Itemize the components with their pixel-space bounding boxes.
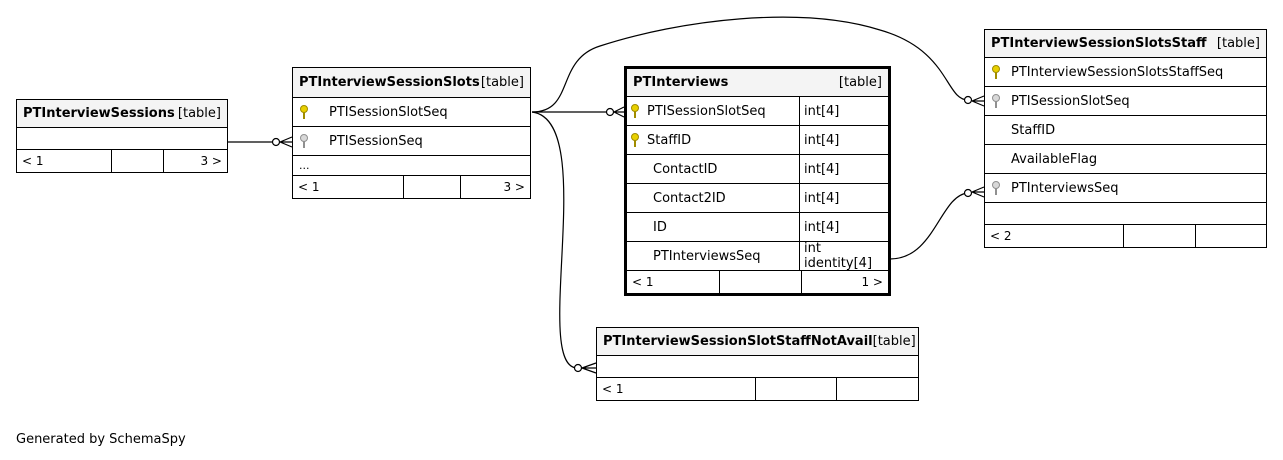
table-header: PTInterviews [table]	[627, 69, 888, 97]
footer-parents[interactable]: < 1	[293, 176, 404, 198]
footer-middle	[720, 271, 802, 293]
primary-key-icon	[293, 104, 315, 120]
footer-parents[interactable]: < 2	[985, 225, 1124, 247]
column-name: PTISessionSeq	[329, 133, 423, 149]
column-row[interactable]: PTISessionSlotSeq	[293, 98, 530, 127]
footer-children[interactable]: 3 >	[503, 180, 525, 194]
primary-key-icon	[985, 64, 1007, 80]
footer-middle	[1124, 225, 1196, 247]
footer-parents[interactable]: < 1	[17, 150, 112, 172]
crowfoot-circle	[963, 95, 973, 105]
column-row[interactable]: PTInterviewsSeq	[985, 174, 1266, 203]
footer-children[interactable]	[837, 378, 918, 400]
table-ptinterviewsessionslotstaffnotavail[interactable]: PTInterviewSessionSlotStaffNotAvail [tab…	[596, 327, 919, 401]
column-row[interactable]: PTInterviewSessionSlotsStaffSeq	[985, 58, 1266, 87]
footer-middle	[404, 176, 461, 198]
crowfoot	[581, 362, 597, 374]
footer-middle	[756, 378, 837, 400]
column-type: int identity[4]	[799, 241, 888, 271]
primary-key-icon	[627, 103, 643, 119]
empty-row	[985, 203, 1266, 225]
table-header: PTInterviewSessionSlotsStaff [table]	[985, 30, 1266, 58]
crowfoot	[613, 106, 625, 118]
column-type: int[4]	[799, 155, 888, 183]
column-type: int[4]	[799, 184, 888, 212]
column-row[interactable]: ID int[4]	[627, 213, 888, 242]
column-row[interactable]: PTISessionSlotSeq	[985, 87, 1266, 116]
table-name: PTInterviewSessionSlotsStaff	[991, 36, 1207, 51]
empty-row	[597, 356, 918, 378]
column-name: PTISessionSlotSeq	[647, 103, 766, 119]
table-footer: < 1 3 >	[17, 150, 227, 172]
table-ptinterviewsessions[interactable]: PTInterviewSessions [table] < 1 3 >	[16, 99, 228, 173]
column-type: int[4]	[799, 126, 888, 154]
column-row[interactable]: StaffID int[4]	[627, 126, 888, 155]
column-row[interactable]: PTInterviewsSeq int identity[4]	[627, 241, 888, 271]
table-header: PTInterviewSessionSlotStaffNotAvail [tab…	[597, 328, 918, 356]
table-kind: [table]	[872, 334, 916, 349]
column-name: StaffID	[1011, 122, 1056, 138]
crowfoot	[971, 95, 985, 107]
empty-row	[17, 128, 227, 150]
foreign-key-icon	[293, 133, 315, 149]
table-header: PTInterviewSessions [table]	[17, 100, 227, 128]
table-name: PTInterviewSessionSlotStaffNotAvail	[603, 334, 873, 349]
column-name: PTISessionSlotSeq	[1011, 93, 1130, 109]
primary-key-icon	[627, 132, 643, 148]
column-row[interactable]: StaffID	[985, 116, 1266, 145]
column-row[interactable]: ContactID int[4]	[627, 155, 888, 184]
column-name: PTInterviewSessionSlotsStaffSeq	[1011, 64, 1224, 80]
crowfoot-circle	[605, 107, 615, 117]
footer-children[interactable]	[1196, 225, 1266, 247]
table-ptinterviewsessionslots[interactable]: PTInterviewSessionSlots [table] PTISessi…	[292, 67, 531, 199]
link-slots-notavail	[531, 111, 579, 369]
table-kind: [table]	[177, 106, 221, 121]
table-kind: [table]	[480, 75, 524, 90]
column-row[interactable]: PTISessionSlotSeq int[4]	[627, 97, 888, 126]
column-name: PTInterviewsSeq	[653, 248, 761, 264]
table-footer: < 1	[597, 378, 918, 400]
column-name: PTISessionSlotSeq	[329, 104, 448, 120]
crowfoot-circle	[963, 188, 973, 198]
column-type: int[4]	[799, 213, 888, 241]
crowfoot-circle	[573, 363, 583, 373]
table-name: PTInterviews	[633, 75, 729, 90]
link-slots-staff	[531, 16, 969, 113]
table-ptinterviews[interactable]: PTInterviews [table] PTISessionSlotSeq i…	[624, 66, 891, 296]
footer-children[interactable]: 1 >	[861, 275, 883, 289]
footer-parents[interactable]: < 1	[597, 378, 756, 400]
crowfoot-circle	[271, 137, 281, 147]
more-columns: ...	[293, 156, 530, 176]
footer-parents[interactable]: < 1	[627, 271, 720, 293]
table-footer: < 1 1 >	[627, 271, 888, 293]
column-type: int[4]	[799, 97, 888, 125]
column-row[interactable]: Contact2ID int[4]	[627, 184, 888, 213]
table-ptinterviewsessionslotsstaff[interactable]: PTInterviewSessionSlotsStaff [table] PTI…	[984, 29, 1267, 248]
column-name: StaffID	[647, 132, 692, 148]
crowfoot	[279, 136, 293, 148]
column-name: Contact2ID	[653, 190, 726, 206]
column-row[interactable]: PTISessionSeq	[293, 127, 530, 156]
table-name: PTInterviewSessionSlots	[299, 75, 480, 90]
column-name: AvailableFlag	[1011, 151, 1098, 167]
column-name: ID	[653, 219, 667, 235]
foreign-key-icon	[985, 180, 1007, 196]
table-kind: [table]	[838, 75, 882, 90]
footer-middle	[112, 150, 164, 172]
column-row[interactable]: AvailableFlag	[985, 145, 1266, 174]
table-name: PTInterviewSessions	[23, 106, 175, 121]
table-footer: < 1 3 >	[293, 176, 530, 198]
column-name: PTInterviewsSeq	[1011, 180, 1119, 196]
table-footer: < 2	[985, 225, 1266, 247]
column-name: ContactID	[653, 161, 718, 177]
generated-by-text: Generated by SchemaSpy	[16, 432, 186, 447]
table-kind: [table]	[1216, 36, 1260, 51]
foreign-key-icon	[985, 93, 1007, 109]
crowfoot	[971, 186, 985, 198]
link-interviews-staff	[889, 192, 969, 260]
footer-children[interactable]: 3 >	[200, 154, 222, 168]
table-header: PTInterviewSessionSlots [table]	[293, 68, 530, 98]
